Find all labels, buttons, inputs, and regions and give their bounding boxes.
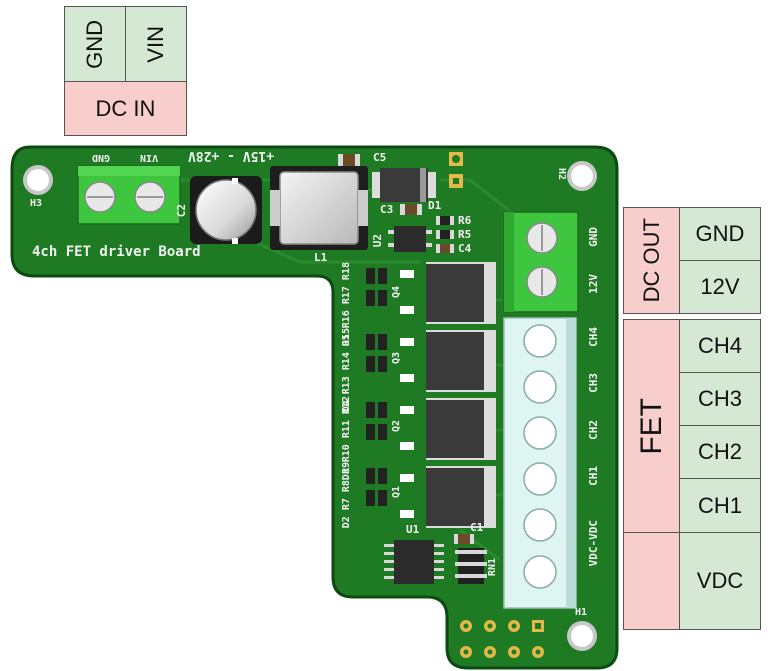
capacitor-c2	[190, 176, 262, 244]
fet-title-cell: FET	[623, 319, 680, 533]
silk-q2: Q2	[391, 420, 402, 433]
silk-q4: Q4	[391, 286, 402, 299]
mounting-hole-h2	[567, 161, 597, 191]
silk-l1: L1	[314, 251, 328, 264]
dc-out-terminal	[503, 211, 579, 313]
silk-in-vin: VIN	[140, 152, 159, 163]
vdc-cell: VDC	[679, 532, 761, 630]
silk-r5: R5	[458, 228, 472, 241]
mosfet-q2	[400, 398, 496, 460]
silk-out-12v: 12V	[587, 274, 600, 294]
silk-r6: R6	[458, 214, 472, 227]
resistor-clusters	[366, 268, 387, 506]
jumper-pads	[449, 152, 463, 188]
silk-input-range: +15V - +28V	[188, 148, 275, 163]
silk-q1: Q1	[391, 486, 402, 499]
silk-q3: Q3	[391, 352, 402, 365]
silk-c3: C3	[380, 203, 394, 216]
silk-c5: C5	[373, 151, 387, 164]
silk-c1: C1	[470, 521, 484, 534]
fet-ch4-cell: CH4	[679, 319, 761, 373]
dc-out-12v-label: 12V	[700, 274, 740, 299]
fet-ch2-cell: CH2	[679, 425, 761, 479]
driver-ic-u1	[384, 540, 444, 584]
fet-ch3-cell: CH3	[679, 372, 761, 426]
fet-ch4-label: CH4	[697, 333, 742, 358]
silk-ch3: CH3	[587, 373, 600, 393]
silk-c4: C4	[458, 242, 472, 255]
silk-d1: D1	[428, 199, 442, 212]
pin-header	[460, 620, 544, 658]
mosfet-q3	[400, 330, 496, 392]
silk-ch4: CH4	[587, 327, 600, 347]
mounting-hole-h3	[23, 165, 53, 195]
inductor-l1	[270, 166, 368, 250]
dc-out-12v-cell: 12V	[679, 260, 761, 314]
dc-out-title: DC OUT	[638, 218, 664, 303]
dc-out-gnd-cell: GND	[679, 207, 761, 261]
silk-grp1: D2 R7 R8 R9	[341, 462, 352, 529]
fet-ch1-cell: CH1	[679, 478, 761, 533]
fet-ch3-label: CH3	[697, 386, 742, 411]
resistor-network-rn1	[454, 534, 487, 584]
silk-rn1: RN1	[487, 558, 498, 577]
dc-out-gnd-label: GND	[695, 221, 745, 246]
silk-h3: H3	[30, 198, 43, 209]
vdc-label: VDC	[696, 568, 744, 593]
mosfet-q4	[400, 262, 496, 324]
dc-in-title-cell: DC IN	[64, 81, 187, 136]
silk-h2: H2	[556, 168, 567, 181]
dc-in-terminal	[77, 165, 181, 225]
silk-in-gnd: GND	[92, 152, 111, 163]
silk-c2: C2	[175, 204, 188, 218]
silk-vdc-vdc: VDC-VDC	[587, 520, 600, 567]
silk-out-gnd: GND	[587, 227, 600, 247]
silk-ch2: CH2	[587, 420, 600, 440]
mounting-hole-h1	[567, 621, 597, 651]
fet-output-terminal	[503, 317, 577, 609]
dc-in-vin-cell: VIN	[125, 6, 187, 82]
capacitor-c5	[338, 154, 360, 166]
dc-out-title-cell: DC OUT	[623, 207, 680, 314]
fet-ch2-label: CH2	[697, 439, 742, 464]
silk-board-name: 4ch FET driver Board	[32, 244, 201, 260]
dc-in-title: DC IN	[95, 95, 156, 121]
silk-u1: U1	[406, 523, 420, 536]
silk-h1: H1	[575, 607, 588, 618]
silk-ch1: CH1	[587, 466, 600, 486]
fet-title: FET	[634, 397, 668, 455]
silk-u2: U2	[371, 234, 384, 248]
mosfet-q1	[400, 466, 496, 528]
diode-d1	[372, 168, 436, 202]
vdc-spacer-cell	[623, 532, 680, 630]
fet-ch1-label: CH1	[697, 492, 742, 518]
dc-in-gnd-cell: GND	[64, 6, 126, 82]
small-parts-regulator	[388, 204, 454, 253]
